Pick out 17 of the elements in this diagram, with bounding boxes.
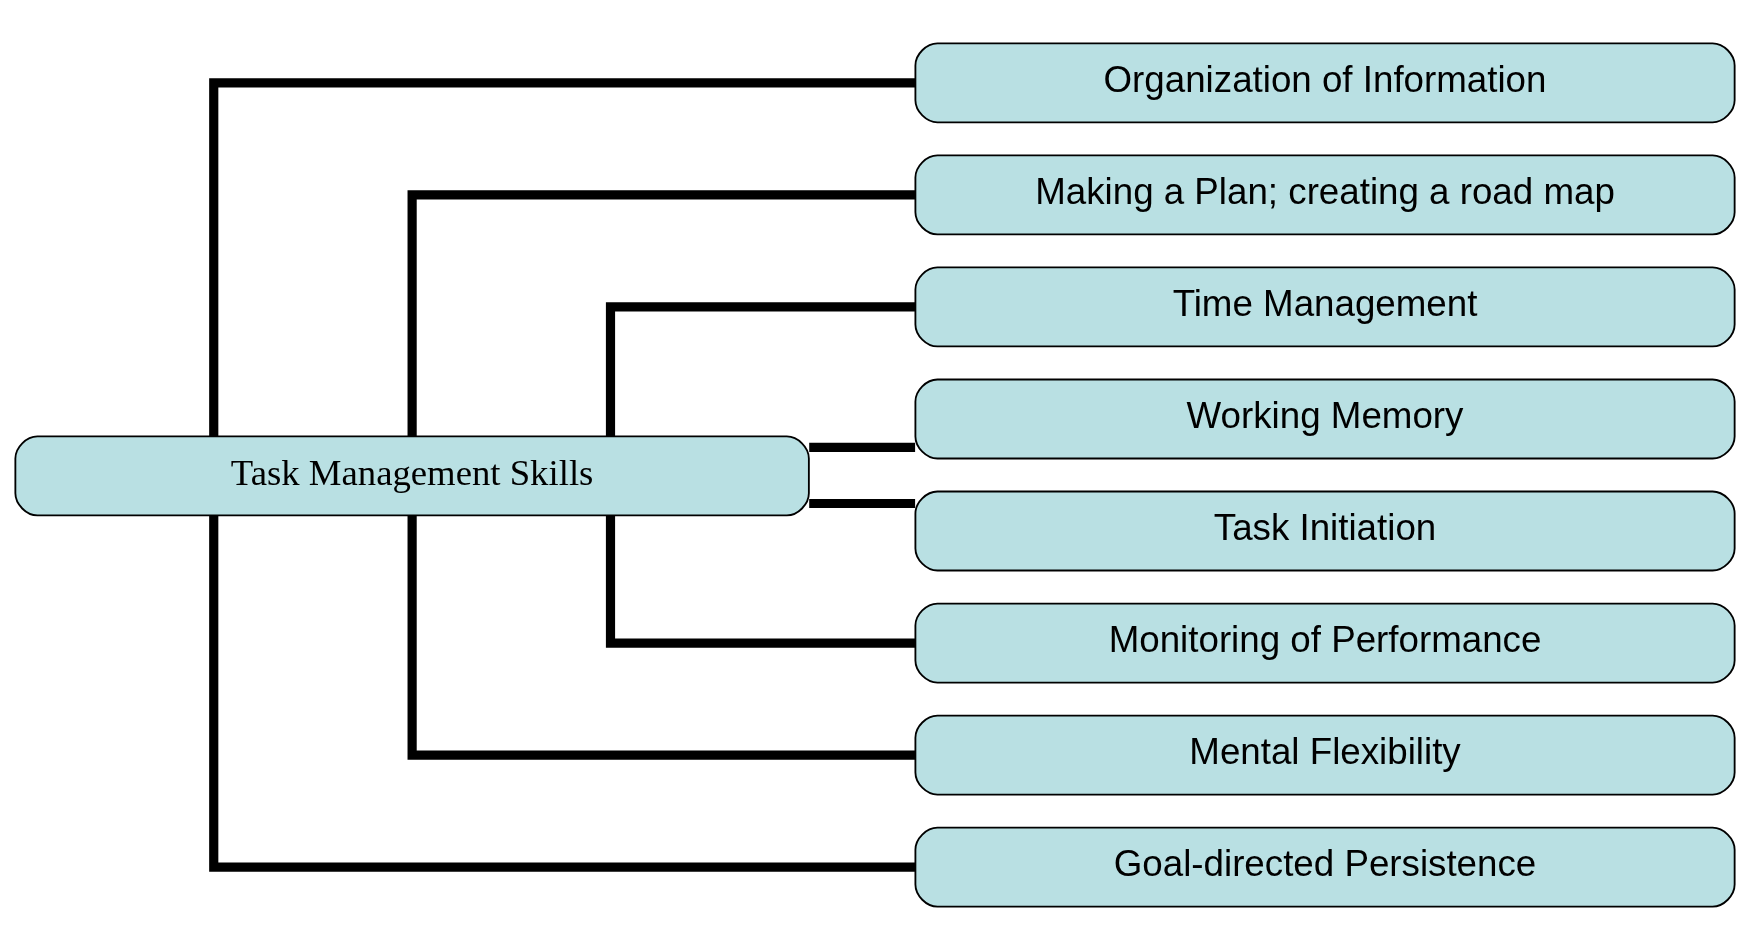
node-box: Task Initiation — [914, 490, 1736, 572]
connector — [407, 515, 916, 760]
node-box: Making a Plan; creating a road map — [914, 154, 1736, 236]
node-box: Monitoring of Performance — [914, 602, 1736, 684]
node-box: Working Memory — [914, 378, 1736, 460]
connector — [809, 498, 916, 509]
connector — [605, 515, 916, 648]
connector — [809, 442, 916, 453]
node-box: Time Management — [914, 266, 1736, 348]
node-box: Mental Flexibility — [914, 714, 1736, 796]
node-box: Task Management Skills — [14, 435, 810, 517]
connector — [209, 78, 916, 437]
connector — [407, 190, 916, 437]
connector — [605, 302, 916, 436]
node-box: Goal-directed Persistence — [914, 826, 1736, 908]
connector — [209, 515, 916, 872]
node-box: Organization of Information — [914, 42, 1736, 124]
